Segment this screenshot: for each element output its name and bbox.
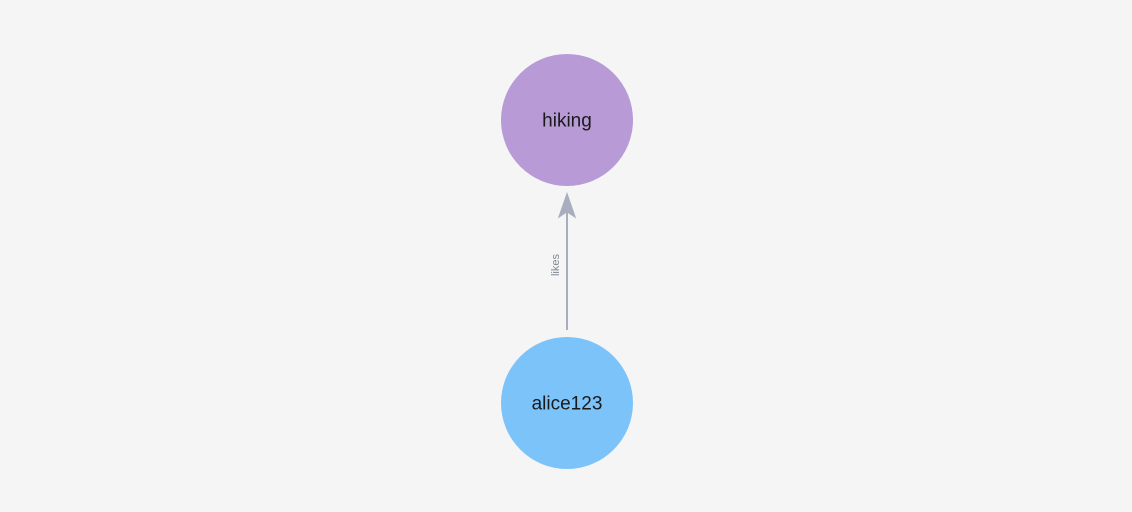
node-circle-alice123[interactable]	[501, 337, 633, 469]
graph-node-alice123[interactable]: alice123	[501, 337, 633, 469]
edge-label-likes: likes	[550, 254, 562, 277]
graph-node-hiking[interactable]: hiking	[501, 54, 633, 186]
arrowhead-up-icon	[557, 192, 577, 219]
node-label-hiking: hiking	[542, 111, 592, 132]
node-circle-hiking[interactable]	[501, 54, 633, 186]
node-label-alice123: alice123	[532, 394, 603, 415]
graph-edge-likes[interactable]: likes	[550, 192, 577, 330]
